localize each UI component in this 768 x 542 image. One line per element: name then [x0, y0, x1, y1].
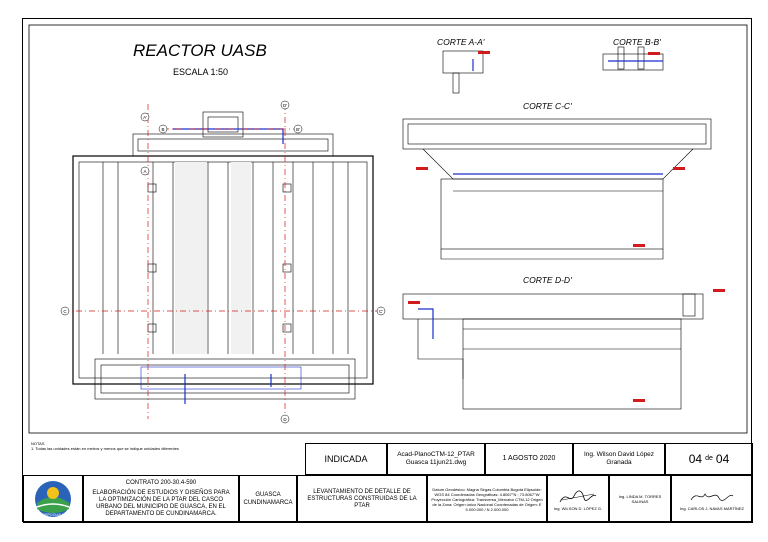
signature-cell-1: Ing. WILSON D. LÓPEZ G. [547, 475, 609, 523]
section-bb-label: CORTE B-B' [613, 37, 661, 47]
sheet-number: 04 [688, 452, 703, 466]
drawing-sheet: A' D' C C' A D B B' REACTOR UASB ESCALA … [22, 18, 753, 523]
signature-cell-3: Ing. CARLOS J. NAVAS MARTÍNEZ [671, 475, 753, 523]
drawing-title: REACTOR UASB [133, 41, 267, 60]
date-cell: 1 AGOSTO 2020 [485, 443, 573, 475]
signature-1 [559, 490, 597, 502]
signature-1-name: Ing. WILSON D. LÓPEZ G. [553, 505, 603, 511]
notes-header: NOTAS [31, 441, 45, 446]
drawing-scale: ESCALA 1:50 [173, 67, 229, 77]
corpoguavio-logo: CORPOGUAVIO [35, 481, 71, 517]
location-municipality: GUASCA [255, 492, 281, 498]
file-cell: Acad-PlanoCTM-12_PTAR Guasca 11jun21.dwg [387, 443, 485, 475]
technical-drawing: A' D' C C' A D B B' [28, 24, 748, 434]
signature-3-name: Ing. CARLOS J. NAVAS MARTÍNEZ [679, 505, 744, 511]
contract-number: CONTRATO 200-30.4-590 [125, 480, 197, 486]
axis-label-d: D [283, 417, 287, 422]
axis-label-a2: A' [143, 115, 147, 120]
section-aa-label: CORTE A-A' [437, 37, 485, 47]
project-description: ELABORACIÓN DE ESTUDIOS Y DISEÑOS PARA L… [92, 490, 230, 517]
axis-label-a: A [143, 169, 146, 174]
sheet-of: de [705, 455, 713, 462]
datum-cell: Datum Geodésico: Magna Sirgas Colombia B… [427, 475, 547, 523]
axis-label-b: B [161, 127, 164, 132]
signature-3 [690, 492, 734, 501]
sheet-total: 04 [715, 452, 730, 466]
location-department: CUNDINAMARCA [243, 500, 293, 506]
notes: NOTAS 1. Todas las unidades están en met… [31, 441, 179, 451]
sheet-number-cell: 04 de 04 [665, 443, 753, 475]
project-cell: CONTRATO 200-30.4-590 ELABORACIÓN DE EST… [83, 475, 239, 523]
logo-cell: CORPOGUAVIO [23, 475, 83, 523]
svg-text:CORPOGUAVIO: CORPOGUAVIO [40, 513, 67, 517]
designer-cell: Ing. Wilson David López Granada [573, 443, 665, 475]
axis-label-c2: C' [379, 309, 383, 314]
signature-2-name: Ing. LINDA M. TORRES SALINAS [618, 494, 662, 504]
section-cc-label: CORTE C-C' [523, 101, 572, 111]
location-cell: GUASCA CUNDINAMARCA [239, 475, 297, 523]
signature-cell-2: Ing. LINDA M. TORRES SALINAS [609, 475, 671, 523]
content-cell: LEVANTAMIENTO DE DETALLE DE ESTRUCTURAS … [297, 475, 427, 523]
axis-label-c: C [63, 309, 67, 314]
axis-label-d2: D' [283, 103, 287, 108]
scale-cell: INDICADA [305, 443, 387, 475]
section-dd-label: CORTE D-D' [523, 275, 572, 285]
axis-label-b2: B' [296, 127, 300, 132]
notes-item: 1. Todas las unidades están en metros y … [31, 446, 179, 451]
